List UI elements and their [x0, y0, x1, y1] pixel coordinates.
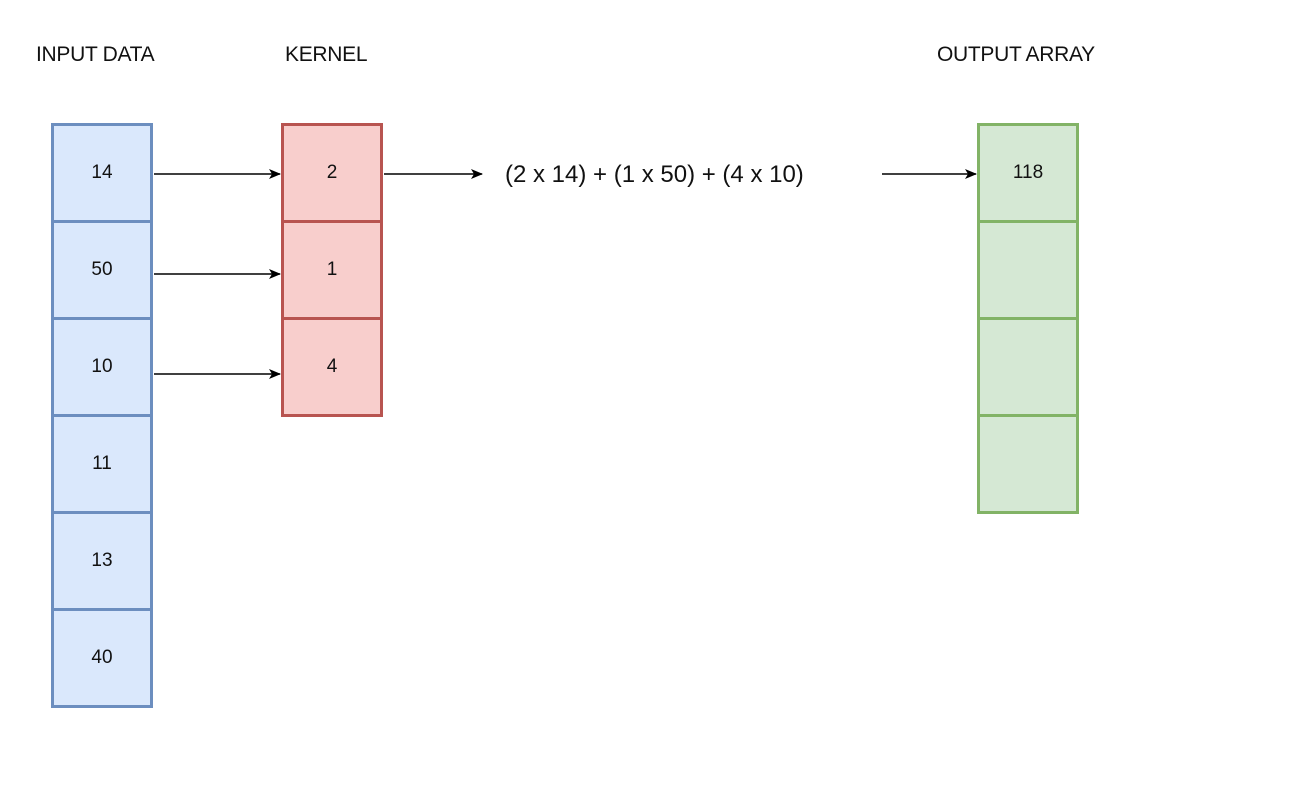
kernel-cell: 4: [281, 317, 383, 417]
output-array-heading: OUTPUT ARRAY: [937, 43, 1095, 66]
input-cell: 10: [51, 317, 153, 417]
output-cell: 118: [977, 123, 1079, 223]
input-cell: 50: [51, 220, 153, 320]
input-cell: 40: [51, 608, 153, 708]
input-cell: 11: [51, 414, 153, 514]
input-data-column: 14 50 10 11 13 40: [51, 123, 153, 708]
input-data-heading: INPUT DATA: [36, 43, 155, 66]
kernel-column: 2 1 4: [281, 123, 383, 417]
output-cell: [977, 414, 1079, 514]
output-array-column: 118: [977, 123, 1079, 514]
kernel-cell: 2: [281, 123, 383, 223]
input-cell: 13: [51, 511, 153, 611]
input-cell: 14: [51, 123, 153, 223]
convolution-equation: (2 x 14) + (1 x 50) + (4 x 10): [505, 161, 804, 188]
kernel-cell: 1: [281, 220, 383, 320]
kernel-heading: KERNEL: [285, 43, 368, 66]
output-cell: [977, 220, 1079, 320]
output-cell: [977, 317, 1079, 417]
